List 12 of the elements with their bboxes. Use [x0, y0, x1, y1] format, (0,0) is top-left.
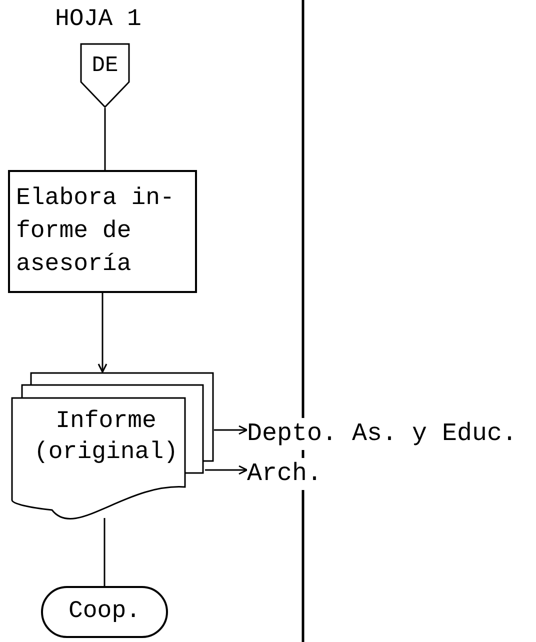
connector-line: [104, 108, 106, 170]
arrow: [214, 425, 248, 435]
arrow: [98, 293, 108, 373]
node-text: Coop.: [68, 597, 140, 627]
connector-line: [104, 518, 106, 586]
node-text: Elabora in- forme de asesoría: [16, 184, 176, 280]
node-text: Informe (original): [32, 407, 180, 468]
arrow: [205, 465, 248, 475]
sheet-label: HOJA 1: [55, 8, 142, 32]
node-text: DE: [90, 55, 120, 77]
off-page-connector: [80, 43, 130, 108]
process-box: [8, 170, 197, 293]
